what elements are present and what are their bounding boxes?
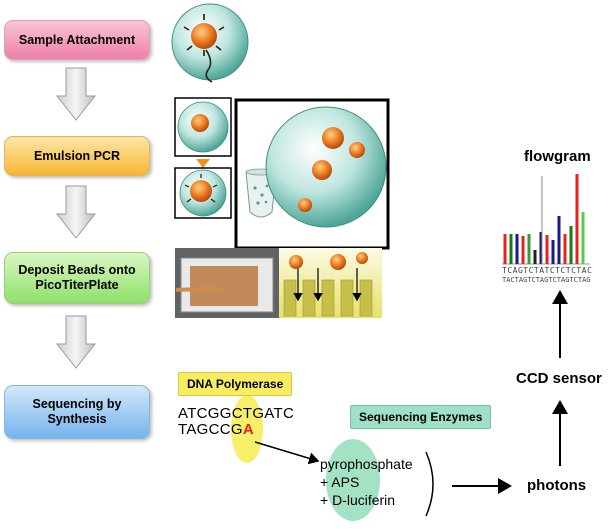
step-arrow-1 — [55, 67, 97, 121]
step-emulsion-pcr: Emulsion PCR — [4, 136, 150, 176]
products-bracket — [425, 451, 434, 517]
step-sequencing-by-synthesis: Sequencing by Synthesis — [4, 385, 150, 439]
emulsion-small-panels — [174, 97, 232, 219]
flowgram-bars — [502, 174, 590, 265]
dna-strand-bottom-prefix: TAGCCG — [178, 421, 243, 438]
sequencing-enzymes-label: Sequencing Enzymes — [350, 405, 492, 429]
product-luciferin: + D-luciferin — [320, 492, 396, 508]
product-pyrophosphate: pyrophosphate — [320, 456, 413, 472]
step-sequencing-line2: Synthesis — [47, 412, 107, 426]
dna-strand-bottom: TAGCCGA — [178, 421, 254, 438]
flowgram-sequence-2: TACTAGTCTAGTCTAGTCTAG — [502, 276, 591, 284]
ccd-sensor-label: CCD sensor — [516, 370, 602, 387]
product-aps: + APS — [320, 474, 360, 490]
enzyme-ellipse — [326, 439, 380, 521]
dna-strand-top: ATCGGCTGATC — [178, 405, 295, 422]
step-sample-attachment: Sample Attachment — [4, 20, 150, 60]
step-deposit-beads-line1: Deposit Beads onto — [18, 263, 136, 277]
dna-polymerase-label: DNA Polymerase — [178, 372, 293, 396]
step-deposit-beads-line2: PicoTiterPlate — [35, 278, 119, 292]
flowgram-label: flowgram — [524, 148, 591, 165]
polymerase-ellipse — [231, 395, 263, 463]
flowgram-sequence-1: TCAGTCTATCTCTCTAC — [502, 266, 593, 275]
step-arrow-3 — [55, 315, 97, 369]
picotiterplate-image — [175, 248, 382, 318]
step-deposit-beads: Deposit Beads onto PicoTiterPlate — [4, 252, 150, 304]
reaction-arrow — [254, 441, 320, 465]
step-emulsion-pcr-label: Emulsion PCR — [33, 148, 121, 163]
step-sequencing-line1: Sequencing by — [32, 397, 122, 411]
step-arrow-2 — [55, 185, 97, 239]
photons-label: photons — [527, 477, 587, 494]
added-base: A — [242, 421, 254, 438]
step-sample-attachment-label: Sample Attachment — [18, 32, 136, 47]
attachment-droplet-image — [171, 3, 249, 83]
emulsion-large-panel — [234, 98, 390, 250]
